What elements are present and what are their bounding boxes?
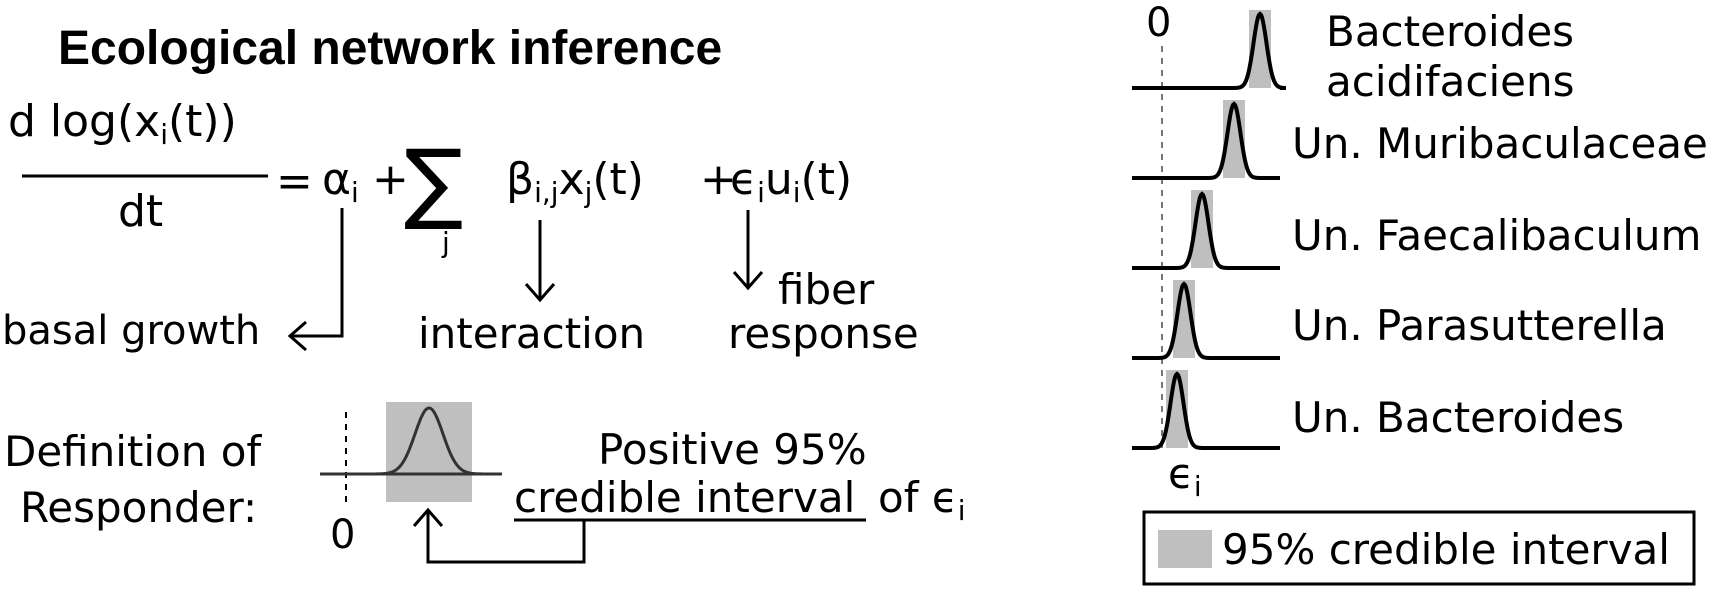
model-equation: d log(xi(t)) dt = αi + ∑ j βi,jxj(t) + ϵ… (8, 96, 852, 259)
plus-sign-2: + (700, 154, 737, 205)
panel-axis-label: ϵi (1168, 449, 1202, 503)
basal-growth-label: basal growth (2, 308, 260, 354)
definition-line-1: Definition of (4, 427, 262, 476)
response-label: response (728, 309, 919, 358)
alpha-term: αi (322, 154, 359, 209)
credible-interval-label: credible interval (514, 473, 855, 522)
posterior-curve (1132, 11, 1286, 90)
posterior-curve (1132, 101, 1280, 180)
epsilon-term: ϵiui(t) (730, 154, 852, 209)
legend-box (1142, 510, 1696, 586)
of-epsilon-label: of ϵi (878, 473, 965, 527)
positive-label: Positive 95% (598, 425, 867, 474)
equation-lhs-numerator: d log(xi(t)) (8, 96, 237, 151)
responder-definition: Definition of Responder: 0 Positive 95% … (4, 402, 965, 564)
legend-swatch (1158, 530, 1212, 568)
sum-index: j (441, 226, 450, 259)
panel-zero-label: 0 (1146, 0, 1171, 46)
fiber-label: fiber (778, 265, 875, 314)
interaction-label: interaction (418, 309, 645, 358)
responder-arrow (426, 512, 586, 564)
definition-line-2: Responder: (20, 483, 257, 532)
example-zero-label: 0 (330, 512, 355, 558)
taxon-label: Un. Parasutterella (1292, 301, 1667, 350)
legend: 95% credible interval (1142, 510, 1696, 586)
plus-sign-1: + (372, 154, 409, 205)
equation-arrows (287, 208, 764, 352)
example-credible-interval (386, 402, 472, 502)
example-posterior-curve (320, 406, 502, 476)
taxon-label-line-2: acidifaciens (1326, 57, 1574, 106)
posterior-curve (1132, 191, 1280, 270)
taxon-label: Un. Muribaculaceae (1292, 119, 1708, 168)
figure-title: Ecological network inference (58, 22, 722, 75)
sum-symbol: ∑ (404, 130, 463, 233)
basal-growth-arrow (292, 208, 344, 338)
equation-lhs-denominator: dt (118, 186, 163, 237)
beta-term: βi,jxj(t) (506, 154, 644, 209)
taxon-label: Un. Faecalibaculum (1292, 211, 1701, 260)
taxon-label: Un. Bacteroides (1292, 393, 1624, 442)
posterior-curve (1132, 281, 1280, 360)
equals-sign: = (276, 156, 313, 207)
legend-label: 95% credible interval (1222, 525, 1670, 574)
taxon-label: Bacteroides (1326, 7, 1574, 56)
posterior-curve (1132, 371, 1280, 450)
